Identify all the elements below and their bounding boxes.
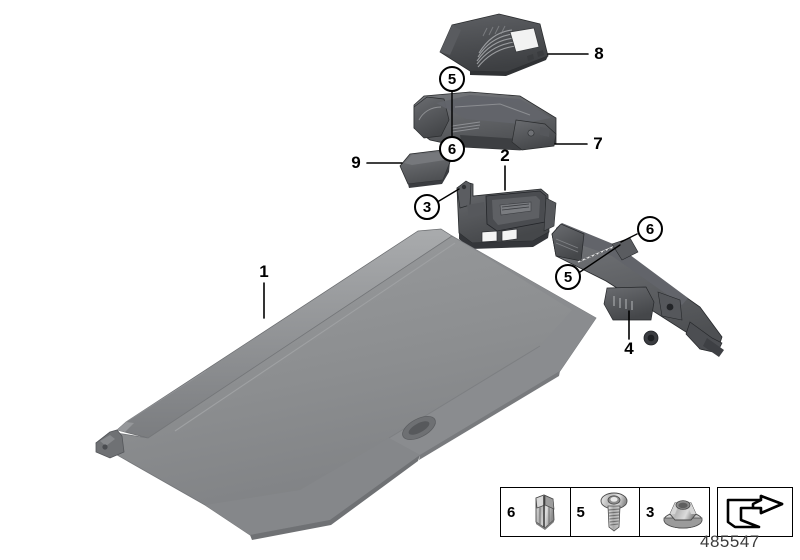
legend-item-direction-arrow [716,487,793,537]
leader-c5-right [579,244,621,273]
part-9-end-cap-cover [399,149,451,188]
callout-label-1: 1 [259,262,269,281]
hex-flange-nut-icon [657,488,709,536]
callout-label-7: 7 [593,134,603,153]
part-7-carrier-support-rail [413,91,557,159]
legend-number-5: 5 [576,503,585,521]
callout-label-8: 8 [594,44,604,63]
part-4-guide-rail [551,223,724,357]
cover-handle-recess [402,416,436,440]
callout-circle-6-right: 6 [637,216,663,242]
diagram-part-number: 485547 [700,532,760,551]
part-8-trim-cover-vented [439,13,549,76]
legend-item-5: 5 [569,487,641,537]
callout-label-4: 4 [624,339,634,358]
leader-c3 [438,188,460,202]
part-1-cargo-cover-roller-blind [95,228,597,540]
expanding-clip-nut-icon [518,488,570,536]
leader-c6-right [620,233,638,243]
callout-circle-5-right: 5 [555,264,581,290]
torx-pan-head-screw-icon [588,488,640,536]
callout-circle-3: 3 [414,194,440,220]
callout-circle-5-top: 5 [439,66,465,92]
part-2-mounting-bracket-box [456,180,557,249]
legend-item-6: 6 [500,487,571,537]
legend-number-3: 3 [646,503,655,521]
legend-item-3: 3 [639,487,710,537]
legend-number-6: 6 [507,503,516,521]
block-arrow-icon [718,488,792,536]
callout-leader-lines [263,53,630,340]
callout-circle-6-top: 6 [439,136,465,162]
callout-circle-leader-lines [438,91,638,273]
callout-label-9: 9 [351,153,361,172]
hardware-legend: 6 [500,487,793,537]
callout-label-2: 2 [500,146,510,165]
